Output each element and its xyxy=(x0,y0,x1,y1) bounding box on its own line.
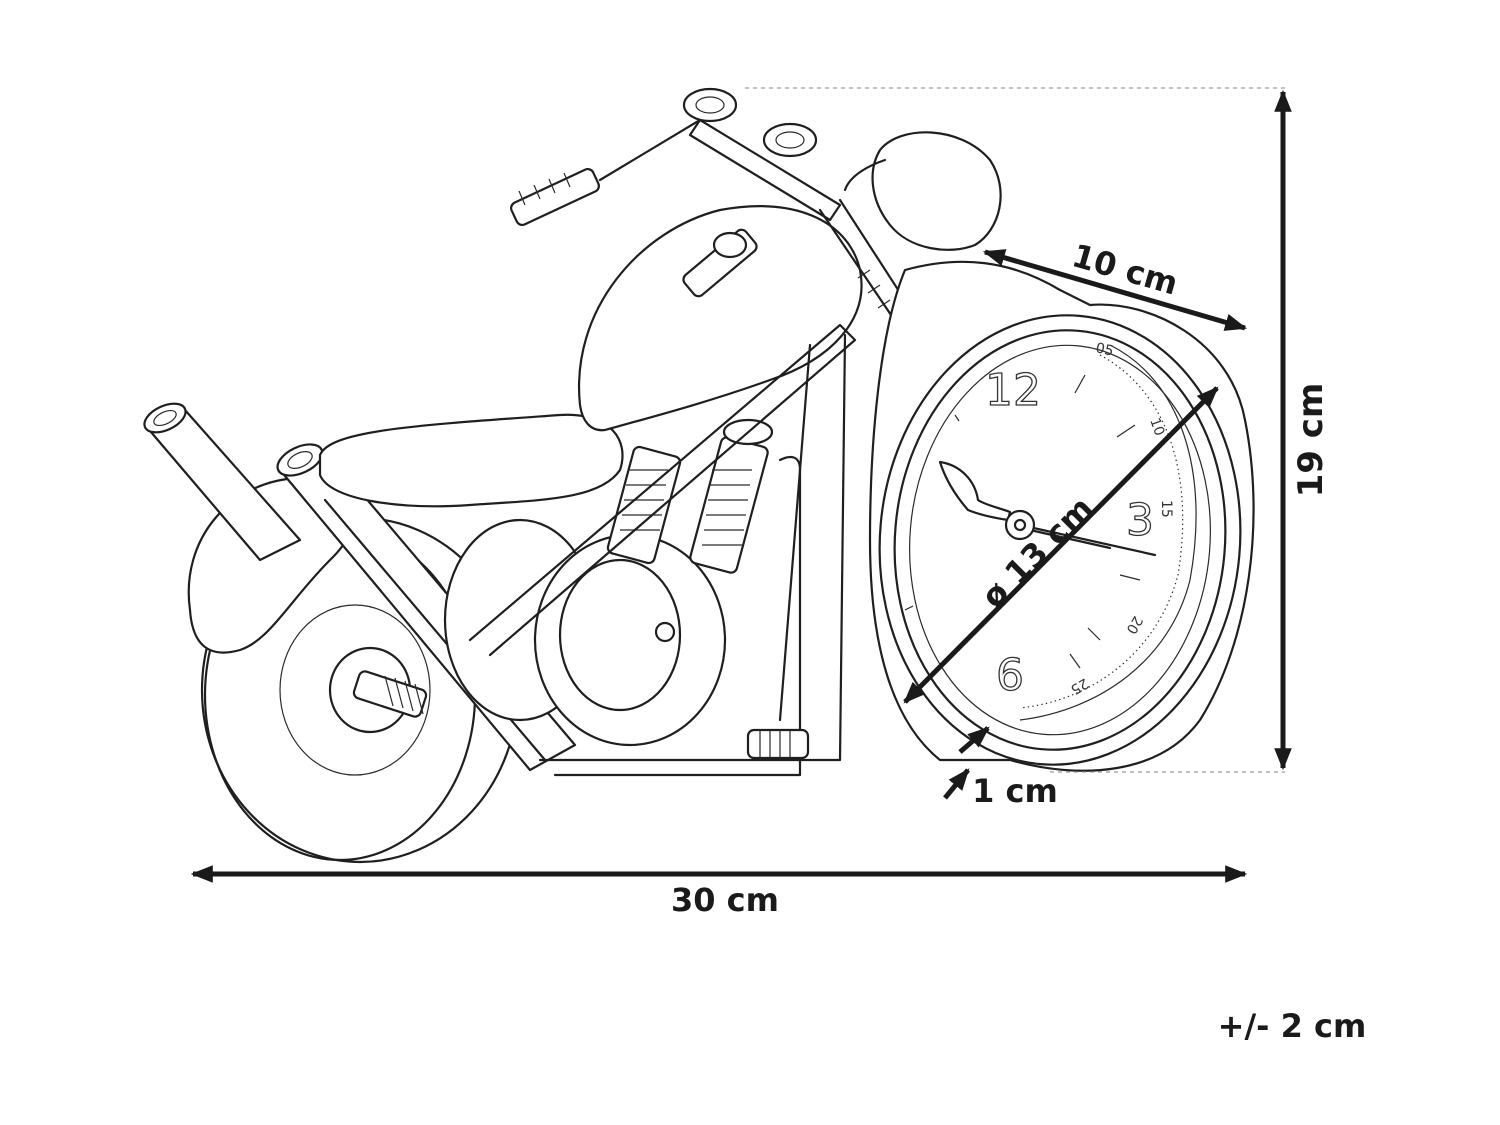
handlebars xyxy=(510,87,952,382)
depth-dimension-line xyxy=(982,249,1248,331)
engine xyxy=(443,418,774,747)
thickness-arrow-outer xyxy=(943,768,970,800)
thickness-arrow-inner xyxy=(958,726,990,754)
tolerance-note: +/- 2 cm xyxy=(1218,1007,1367,1045)
scale-label-15: 15 xyxy=(1158,500,1174,518)
thickness-label: 1 cm xyxy=(972,772,1058,810)
motorcycle-clock-illustration: 12 3 6 05 10 15 20 25 xyxy=(143,87,1255,864)
diameter-dimension-line xyxy=(903,386,1219,704)
numeral-6: 6 xyxy=(996,650,1024,701)
width-label: 30 cm xyxy=(671,881,779,919)
height-label: 19 cm xyxy=(1291,383,1331,498)
numeral-12: 12 xyxy=(985,365,1041,416)
scale-label-05: 05 xyxy=(1094,340,1115,359)
numeral-3: 3 xyxy=(1126,495,1154,546)
seat xyxy=(318,413,624,508)
fuel-tank xyxy=(577,205,863,432)
frame xyxy=(468,323,857,777)
headlight xyxy=(843,131,1002,251)
